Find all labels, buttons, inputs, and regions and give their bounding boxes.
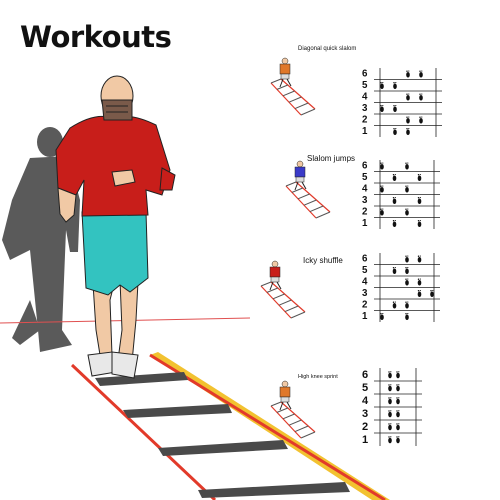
drill-label: Diagonal quick slalom <box>298 46 357 52</box>
footprint-icon <box>405 301 409 309</box>
footprint-icon <box>393 104 397 113</box>
footprint-icon <box>380 312 384 321</box>
footprint-icon <box>405 266 409 275</box>
row-number: 4 <box>362 92 368 103</box>
row-number: 6 <box>362 369 368 381</box>
row-number: 2 <box>362 207 368 218</box>
row-number: 1 <box>362 126 368 137</box>
row-number: 5 <box>362 382 368 394</box>
footprint-icon <box>396 371 400 379</box>
footprint-icon <box>388 436 392 444</box>
row-number: 2 <box>362 115 368 126</box>
footprint-icon <box>380 81 384 90</box>
footprint-icon <box>419 93 423 101</box>
footprint-icon <box>388 423 392 431</box>
footprint-icon <box>393 81 397 90</box>
footprint-icon <box>396 397 400 405</box>
footprint-icon <box>406 127 410 136</box>
drill-label: Slalom jumps <box>307 154 356 163</box>
row-number: 2 <box>362 421 368 433</box>
footprint-icon <box>417 289 422 298</box>
footprint-icon <box>405 185 409 193</box>
drill-thumbnail <box>270 380 316 439</box>
footprint-icon <box>406 93 410 101</box>
footprint-icon <box>396 436 400 444</box>
row-number: 4 <box>362 184 368 195</box>
row-number: 5 <box>362 265 368 276</box>
footprint-icon <box>405 208 409 216</box>
row-number: 3 <box>362 103 368 114</box>
footprint-icon <box>417 196 422 205</box>
row-number: 6 <box>362 254 368 265</box>
agility-ladder <box>70 352 390 500</box>
footprint-icon <box>430 289 434 298</box>
drill-thumbnail <box>260 260 306 319</box>
row-number: 1 <box>362 434 368 446</box>
row-number: 3 <box>362 288 368 299</box>
footprint-icon <box>380 104 384 113</box>
row-number: 5 <box>362 172 368 183</box>
footprint-icon <box>406 70 410 78</box>
row-number: 2 <box>362 300 368 311</box>
footprint-icon <box>396 410 400 418</box>
footprint-icon <box>396 423 400 431</box>
footprint-icon <box>388 410 392 418</box>
footprint-icon <box>380 162 384 170</box>
row-number: 4 <box>362 277 368 288</box>
footprint-icon <box>405 162 409 170</box>
footprint-icon <box>417 255 422 263</box>
drill-label: Icky shuffle <box>303 256 343 265</box>
footprint-icon <box>396 384 400 392</box>
footprint-icon <box>380 185 384 193</box>
drill-thumbnail <box>285 160 331 219</box>
footprint-icon <box>393 127 397 136</box>
footprint-icon <box>417 219 422 228</box>
footprint-icon <box>417 278 422 286</box>
footprint-icon <box>392 301 397 309</box>
footprint-icon <box>405 255 409 263</box>
drill-thumbnail <box>270 57 316 116</box>
footprint-icon <box>380 208 384 216</box>
runner-figure <box>55 75 176 379</box>
drill-label: High knee sprint <box>298 374 338 380</box>
footprint-icon <box>406 116 410 124</box>
footprint-icon <box>388 397 392 405</box>
row-number: 4 <box>362 395 369 407</box>
footprint-icon <box>388 384 392 392</box>
row-number: 6 <box>362 69 368 80</box>
row-number: 5 <box>362 80 368 91</box>
row-number: 3 <box>362 408 368 420</box>
row-number: 1 <box>362 218 368 229</box>
footprint-icon <box>392 173 397 182</box>
row-number: 1 <box>362 311 368 322</box>
footprint-icon <box>417 173 422 182</box>
footprint-icon <box>388 371 392 379</box>
footprint-icon <box>405 278 409 286</box>
footprint-icon <box>392 266 397 275</box>
row-number: 6 <box>362 161 368 172</box>
footprint-icon <box>405 312 409 321</box>
row-number: 3 <box>362 195 368 206</box>
footprint-icon <box>392 219 397 228</box>
footprint-icon <box>419 116 423 124</box>
footprint-icon <box>392 196 397 205</box>
page-title: Workouts <box>20 20 172 54</box>
footprint-icon <box>419 70 423 78</box>
